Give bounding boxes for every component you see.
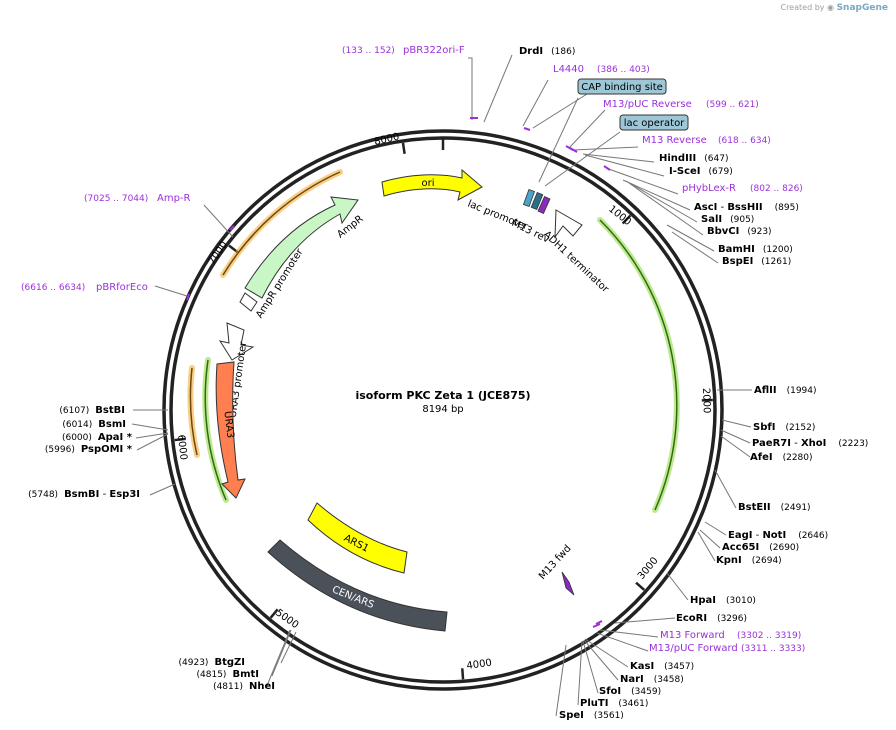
primer-l4440-range: (386 .. 403): [597, 65, 650, 75]
plasmid-length: 8194 bp: [422, 404, 463, 415]
enzyme-spei: SpeI(3561): [559, 710, 624, 721]
primer-m13-forward-name: M13 Forward: [660, 630, 725, 641]
scale-tick: [174, 437, 186, 442]
scale-ticks: [174, 139, 713, 680]
enzyme-nhei: (4811)NheI: [213, 681, 275, 692]
enzyme-btgzi: (4923)BtgZI: [179, 657, 245, 668]
primer-m13-forward-range: (3302 .. 3319): [737, 631, 801, 641]
adh1-terminator-label: ADH1 terminator: [541, 229, 611, 295]
enzyme-afei: AfeI(2280): [750, 452, 813, 463]
cap-binding-site-label: CAP binding site: [581, 82, 663, 93]
primer-m13-puc-forward-name: M13/pUC Forward: [649, 643, 738, 654]
primer-l4440-name: L4440: [553, 64, 584, 75]
primer-pbr322ori-f-name: pBR322ori-F: [403, 45, 465, 56]
tick-label-4000: 4000: [466, 658, 493, 672]
scale-tick: [461, 668, 465, 680]
cen-ars-feature-arrow: [267, 539, 448, 632]
primer-m13-puc-forward-range: (3311 .. 3333): [741, 644, 805, 654]
green-track-right: [597, 217, 680, 513]
enzyme-sfoi: SfoI(3459): [599, 686, 661, 697]
enzyme-sbfi: SbfI(2152): [753, 422, 815, 433]
enzyme-bamhi: BamHI(1200): [718, 244, 793, 255]
primer-labels: (133 .. 152) pBR322ori-F L4440 (386 .. 4…: [21, 45, 805, 654]
boxed-feature-cap: CAP binding site: [577, 78, 667, 95]
ars1-feature-arrow: [307, 502, 408, 574]
primer-pbrforeco-range: (6616 .. 6634): [21, 283, 85, 293]
enzyme-kasi: KasI(3457): [630, 661, 694, 672]
enzyme-bsteii: BstEII(2491): [738, 502, 811, 513]
enzyme-labels: DrdI(186) HindIII(647) I-SceI(679) AscI …: [519, 46, 868, 721]
enzyme-labels-left: (4923)BtgZI (4815)BmtI (4811)NheI (5748)…: [28, 405, 275, 692]
ura3-label: URA3: [221, 411, 235, 439]
enzyme-drdi: DrdI(186): [519, 46, 575, 57]
scale-tick: [269, 608, 279, 619]
primer-amp-r-name: Amp-R: [157, 193, 191, 204]
enzyme-bspei: BspEI(1261): [722, 256, 791, 267]
ori-feature-arrow: [381, 168, 483, 201]
primer-pbr322ori-f-range: (133 .. 152): [342, 46, 395, 56]
credit-prefix: Created by: [780, 3, 825, 12]
enzyme-hpai: HpaI(3010): [690, 595, 756, 606]
credit-brand: SnapGene: [836, 3, 888, 13]
green-track-left-line: [204, 359, 227, 501]
primer-m13-puc-reverse-name: M13/pUC Reverse: [603, 99, 692, 110]
enzyme-bbvci: BbvCI(923): [707, 226, 772, 237]
lac-operator-label: lac operator: [624, 118, 685, 129]
ori-label: ori: [421, 178, 434, 189]
enzyme-nari: NarI(3458): [620, 674, 684, 685]
adh1-terminator-arrow: [554, 209, 583, 239]
primer-phyblex-r-range: (802 .. 826): [750, 184, 803, 194]
ura3-promoter-arrow: [218, 322, 255, 361]
tick-label-1000: 1000: [606, 204, 633, 228]
enzyme-kpni: KpnI(2694): [716, 555, 782, 566]
tick-label-6000: 6000: [175, 434, 189, 460]
scale-tick: [635, 581, 646, 591]
enzyme-ecori: EcoRI(3296): [676, 613, 747, 624]
tick-label-7000: 7000: [206, 240, 230, 267]
primer-m13-reverse-name: M13 Reverse: [642, 135, 707, 146]
green-track-right-line: [599, 219, 678, 511]
enzyme-bsmbi-esp3i: (5748)BsmBI - Esp3I: [28, 489, 140, 500]
enzyme-pspomi: (5996)PspOMI *: [45, 444, 133, 455]
ampr-feature-arrow: [244, 196, 359, 299]
leader-lines: [131, 54, 752, 717]
m13-fwd-label: M13 fwd: [537, 543, 574, 582]
m13-fwd-mark: [561, 571, 575, 596]
primer-amp-r-range: (7025 .. 7044): [84, 194, 148, 204]
lac-promoter-mark: [522, 188, 536, 208]
scale-tick: [621, 214, 632, 225]
enzyme-apai: (6000)ApaI *: [62, 432, 133, 443]
primer-phyblex-r-name: pHybLex-R: [682, 183, 736, 194]
enzyme-paer7i-xhoi: PaeR7I - XhoI(2223): [752, 438, 868, 449]
enzyme-pluti: PluTI(3461): [580, 698, 648, 709]
enzyme-acc65i: Acc65I(2690): [722, 542, 799, 553]
scale-tick: [401, 142, 406, 155]
ura3-feature-arrow: [215, 361, 246, 499]
enzyme-bstbi: (6107)BstBI: [59, 405, 125, 416]
enzyme-aflii: AflII(1994): [754, 385, 817, 396]
orange-track-upper-line: [222, 171, 341, 276]
enzyme-bmti: (4815)BmtI: [197, 669, 259, 680]
primer-pbrforeco-name: pBRforEco: [96, 282, 148, 293]
enzyme-sali: SalI(905): [701, 214, 754, 225]
enzyme-i-scei: I-SceI(679): [669, 166, 733, 177]
tick-label-2000: 2000: [700, 388, 712, 414]
orange-track-left-line: [189, 367, 198, 456]
enzyme-hindiii: HindIII(647): [659, 153, 728, 164]
lac-operator-mark: [530, 191, 544, 211]
ampr-label: AmpR: [335, 213, 365, 240]
enzyme-bsmi: (6014)BsmI: [62, 419, 126, 430]
snapgene-logo-icon: ◉: [827, 3, 835, 12]
ampr-promoter-arrow: [239, 292, 258, 312]
plasmid-name: isoform PKC Zeta 1 (JCE875): [355, 389, 530, 402]
primer-m13-puc-reverse-range: (599 .. 621): [706, 100, 759, 110]
enzyme-asci-bsshii: AscI - BssHII(895): [694, 202, 799, 213]
snapgene-credit: Created by ◉ SnapGene: [780, 3, 888, 13]
primer-m13-reverse-range: (618 .. 634): [718, 136, 771, 146]
enzyme-eagi-noti: EagI - NotI(2646): [728, 530, 828, 541]
boxed-feature-lac-operator: lac operator: [619, 114, 689, 131]
m13-rev-mark: [537, 195, 551, 215]
primer-marks: [186, 117, 611, 628]
